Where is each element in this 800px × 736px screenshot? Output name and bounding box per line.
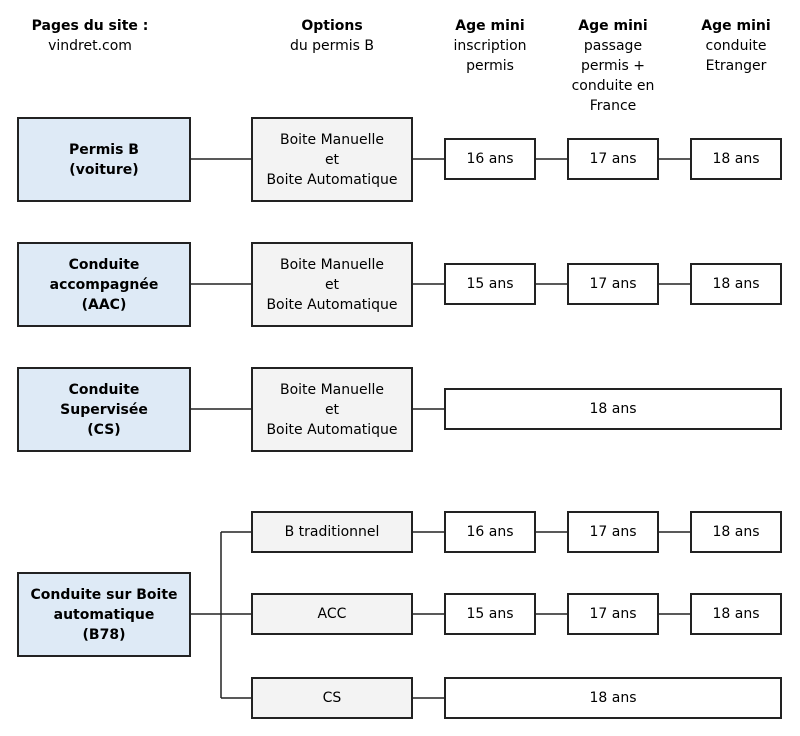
age-etranger-box: 18 ans xyxy=(690,593,782,635)
header-inscription-title: Age mini xyxy=(455,18,525,34)
age-inscription-box: 15 ans xyxy=(444,593,536,635)
option-label: Boite Manuelle xyxy=(279,131,385,148)
category-b78: Conduite sur Boite automatique (B78) xyxy=(17,572,191,657)
header-etranger: Age mini conduite Etranger xyxy=(686,16,786,76)
age-inscription-box: 15 ans xyxy=(444,263,536,305)
option-label: et xyxy=(324,401,340,418)
option-label: Boite Automatique xyxy=(266,421,398,438)
age-inscription-box: 16 ans xyxy=(444,511,536,553)
option-label: et xyxy=(324,276,340,293)
header-etranger-line2: conduite xyxy=(705,38,767,54)
option-box-manuelle-auto: Boite Manuelle et Boite Automatique xyxy=(251,117,413,202)
header-etranger-title: Age mini xyxy=(701,18,771,34)
age-passage-box: 17 ans xyxy=(567,263,659,305)
header-pages-site: vindret.com xyxy=(48,38,132,54)
category-cs: Conduite Supervisée (CS) xyxy=(17,367,191,452)
option-cs: CS xyxy=(251,677,413,719)
category-label: automatique xyxy=(53,606,155,623)
header-options-title: Options xyxy=(301,18,363,34)
header-passage-line2: passage xyxy=(583,38,643,54)
category-label: (CS) xyxy=(87,421,121,438)
category-label: Supervisée xyxy=(60,401,148,418)
category-permis-b: Permis B (voiture) xyxy=(17,117,191,202)
age-etranger-box: 18 ans xyxy=(690,138,782,180)
age-inscription-box: 16 ans xyxy=(444,138,536,180)
category-aac: Conduite accompagnée (AAC) xyxy=(17,242,191,327)
option-box-manuelle-auto: Boite Manuelle et Boite Automatique xyxy=(251,242,413,327)
header-passage-line4: conduite en xyxy=(571,78,655,94)
header-passage: Age mini passage permis + conduite en Fr… xyxy=(558,16,668,116)
age-passage-box: 17 ans xyxy=(567,593,659,635)
header-pages-title: Pages du site : xyxy=(31,18,149,34)
option-acc: ACC xyxy=(251,593,413,635)
category-label: (B78) xyxy=(82,626,126,643)
header-passage-line5: France xyxy=(589,98,637,114)
header-options: Options du permis B xyxy=(252,16,412,56)
category-label: Conduite xyxy=(68,256,140,273)
header-etranger-line3: Etranger xyxy=(705,58,767,74)
header-passage-title: Age mini xyxy=(578,18,648,34)
option-label: Boite Manuelle xyxy=(279,381,385,398)
category-label: Permis B xyxy=(69,141,139,158)
category-label: Conduite sur Boite xyxy=(30,586,178,603)
header-inscription-line3: permis xyxy=(466,58,514,74)
option-label: Boite Automatique xyxy=(266,296,398,313)
age-merged-box: 18 ans xyxy=(444,388,782,430)
category-label: Conduite xyxy=(68,381,140,398)
category-label: (voiture) xyxy=(69,161,139,178)
category-label: accompagnée xyxy=(49,276,159,293)
header-inscription: Age mini inscription permis xyxy=(440,16,540,76)
age-etranger-box: 18 ans xyxy=(690,263,782,305)
age-etranger-box: 18 ans xyxy=(690,511,782,553)
header-inscription-line2: inscription xyxy=(453,38,527,54)
header-pages: Pages du site : vindret.com xyxy=(5,16,175,56)
option-b-traditionnel: B traditionnel xyxy=(251,511,413,553)
category-label: (AAC) xyxy=(81,296,127,313)
age-merged-box: 18 ans xyxy=(444,677,782,719)
option-box-manuelle-auto: Boite Manuelle et Boite Automatique xyxy=(251,367,413,452)
header-passage-line3: permis + xyxy=(580,58,645,74)
age-passage-box: 17 ans xyxy=(567,138,659,180)
option-label: Boite Manuelle xyxy=(279,256,385,273)
age-passage-box: 17 ans xyxy=(567,511,659,553)
header-options-sub: du permis B xyxy=(289,38,375,54)
option-label: Boite Automatique xyxy=(266,171,398,188)
option-label: et xyxy=(324,151,340,168)
